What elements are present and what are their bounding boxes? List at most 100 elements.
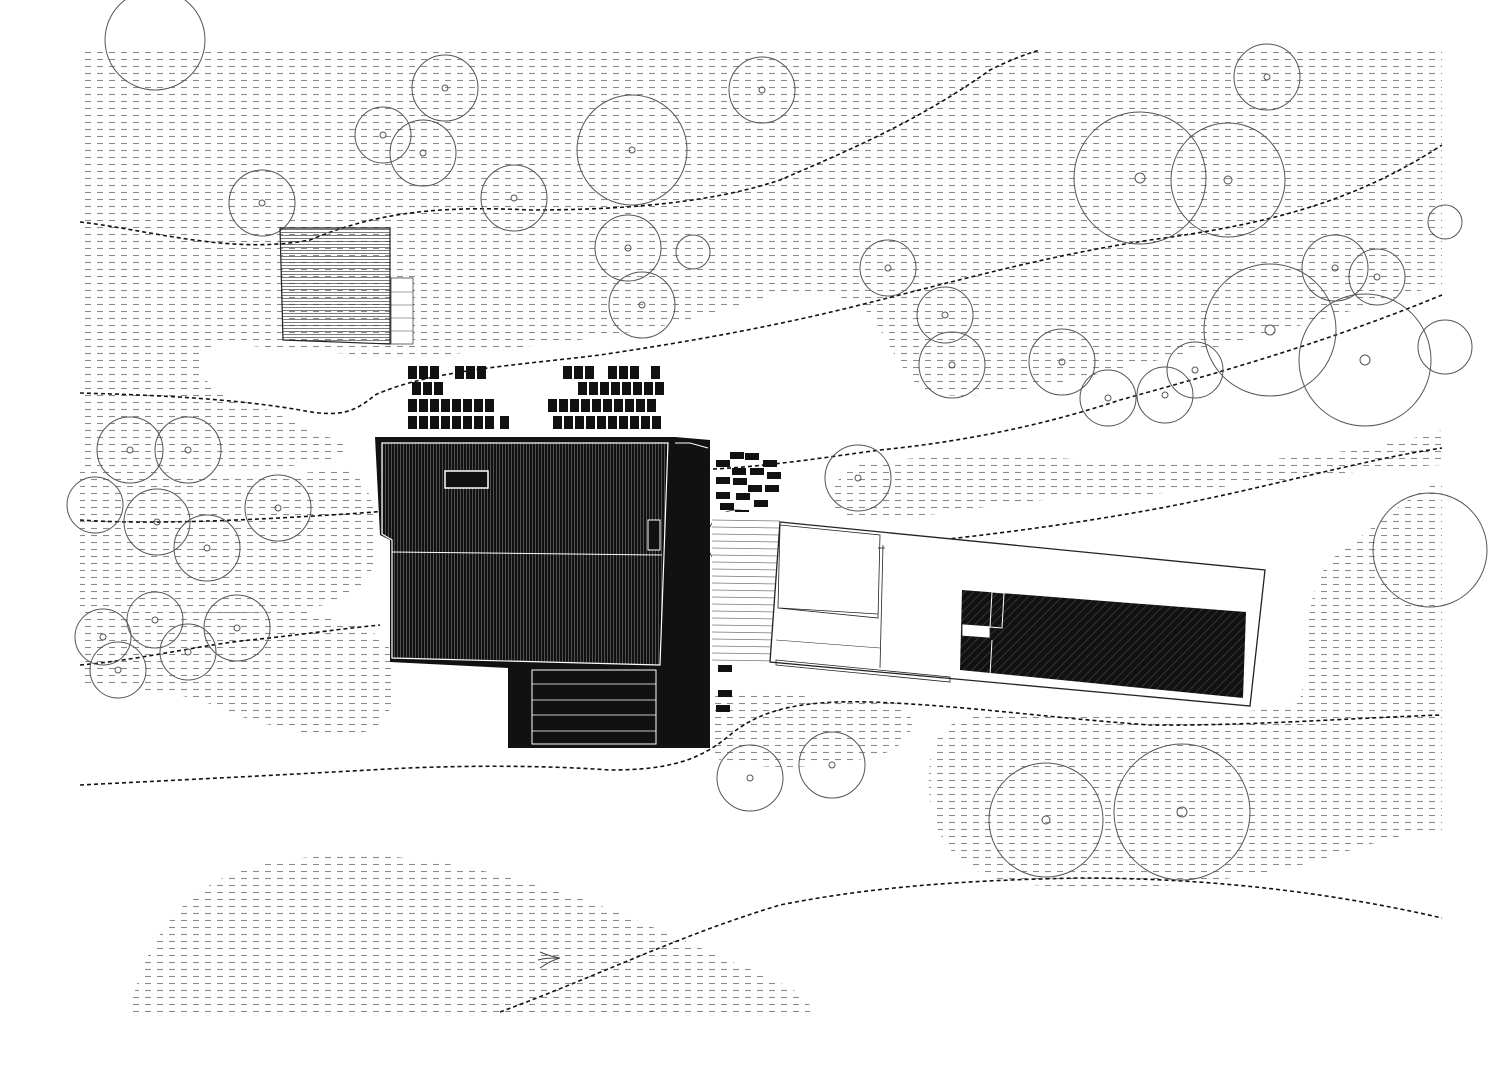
tree — [96, 416, 164, 484]
paver — [452, 399, 461, 412]
tree — [1079, 369, 1137, 427]
tree — [203, 594, 271, 662]
tree — [576, 94, 688, 206]
chimney — [647, 519, 661, 551]
paver — [630, 416, 639, 429]
paver — [559, 399, 568, 412]
paver — [452, 416, 461, 429]
paver — [578, 382, 587, 395]
step-tread — [711, 610, 781, 613]
paver — [408, 366, 417, 379]
tree — [675, 234, 711, 270]
tree — [154, 416, 222, 484]
tree — [1136, 366, 1194, 424]
step-tread — [711, 652, 781, 655]
paver — [463, 416, 472, 429]
paver — [636, 399, 645, 412]
paver — [585, 366, 594, 379]
step-tread — [711, 638, 781, 641]
paver — [748, 485, 762, 492]
paver — [441, 416, 450, 429]
shed — [279, 227, 414, 345]
paver — [564, 416, 573, 429]
paver — [597, 416, 606, 429]
main-house-roof — [381, 442, 669, 666]
tree — [859, 239, 917, 297]
paver — [763, 460, 777, 467]
tree — [1203, 263, 1337, 397]
tree — [411, 54, 479, 122]
paver — [419, 366, 428, 379]
step-tread — [711, 547, 781, 550]
paver — [408, 399, 417, 412]
tree — [728, 56, 796, 124]
paver — [750, 468, 764, 475]
paver — [716, 492, 730, 499]
tree — [824, 444, 892, 512]
paver — [463, 399, 472, 412]
step-tread — [711, 561, 781, 564]
paver — [548, 399, 557, 412]
step-tread — [711, 659, 781, 662]
tree — [126, 591, 184, 649]
tree — [244, 474, 312, 542]
paver — [716, 460, 730, 467]
paver — [716, 705, 730, 712]
paver — [574, 366, 583, 379]
paver — [466, 366, 475, 379]
tree — [1113, 743, 1251, 881]
paver — [434, 382, 443, 395]
paver — [732, 468, 746, 475]
pool-annex — [769, 521, 1266, 707]
paver — [423, 382, 432, 395]
tree — [918, 331, 986, 399]
paver — [500, 416, 509, 429]
paver — [619, 416, 628, 429]
step-tread — [711, 596, 781, 599]
paver — [575, 416, 584, 429]
tree — [916, 286, 974, 344]
paver — [651, 366, 660, 379]
tree — [89, 641, 147, 699]
tree — [1233, 43, 1301, 111]
step-tread — [711, 645, 781, 648]
paver — [441, 399, 450, 412]
paver — [655, 382, 664, 395]
step-tread — [711, 540, 781, 543]
paver — [720, 503, 734, 510]
tree — [123, 488, 191, 556]
paver — [581, 399, 590, 412]
paver — [563, 366, 572, 379]
tree — [1166, 341, 1224, 399]
paver — [652, 416, 661, 429]
shed-steps — [390, 277, 414, 345]
paver — [430, 399, 439, 412]
tree — [104, 0, 206, 91]
pool — [960, 590, 1246, 698]
paver — [430, 366, 439, 379]
tree — [1417, 319, 1473, 375]
skylight — [444, 470, 489, 489]
tree — [1427, 204, 1463, 240]
paver — [592, 399, 601, 412]
paver — [608, 366, 617, 379]
main-house — [375, 437, 710, 748]
step-tread — [711, 631, 781, 634]
paver — [485, 399, 494, 412]
tree — [798, 731, 866, 799]
roof-ridge — [391, 551, 663, 556]
tree — [228, 169, 296, 237]
paver — [619, 366, 628, 379]
paver — [608, 416, 617, 429]
paver — [430, 416, 439, 429]
paver — [570, 399, 579, 412]
paver — [745, 453, 759, 460]
step-tread — [711, 519, 781, 522]
paver — [419, 399, 428, 412]
paver — [474, 416, 483, 429]
step-tread — [711, 575, 781, 578]
paver — [733, 478, 747, 485]
paver — [765, 485, 779, 492]
paver — [644, 382, 653, 395]
